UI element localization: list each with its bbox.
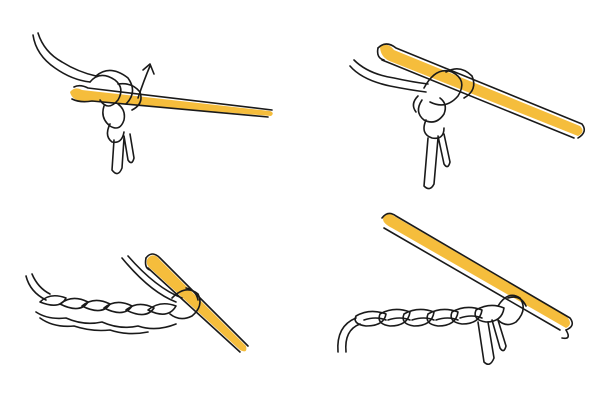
panel-2-yarn-over (349, 43, 586, 190)
crochet-hook-icon (381, 212, 574, 340)
chain-stitches (354, 304, 505, 327)
panel-3-chain-row (25, 253, 249, 353)
chain-stitches (35, 294, 177, 335)
crochet-hook-icon (376, 43, 586, 139)
crochet-hook-icon (144, 253, 249, 353)
panel-1-slip-knot (32, 32, 273, 175)
panel-4-foundation-chain (337, 212, 574, 366)
